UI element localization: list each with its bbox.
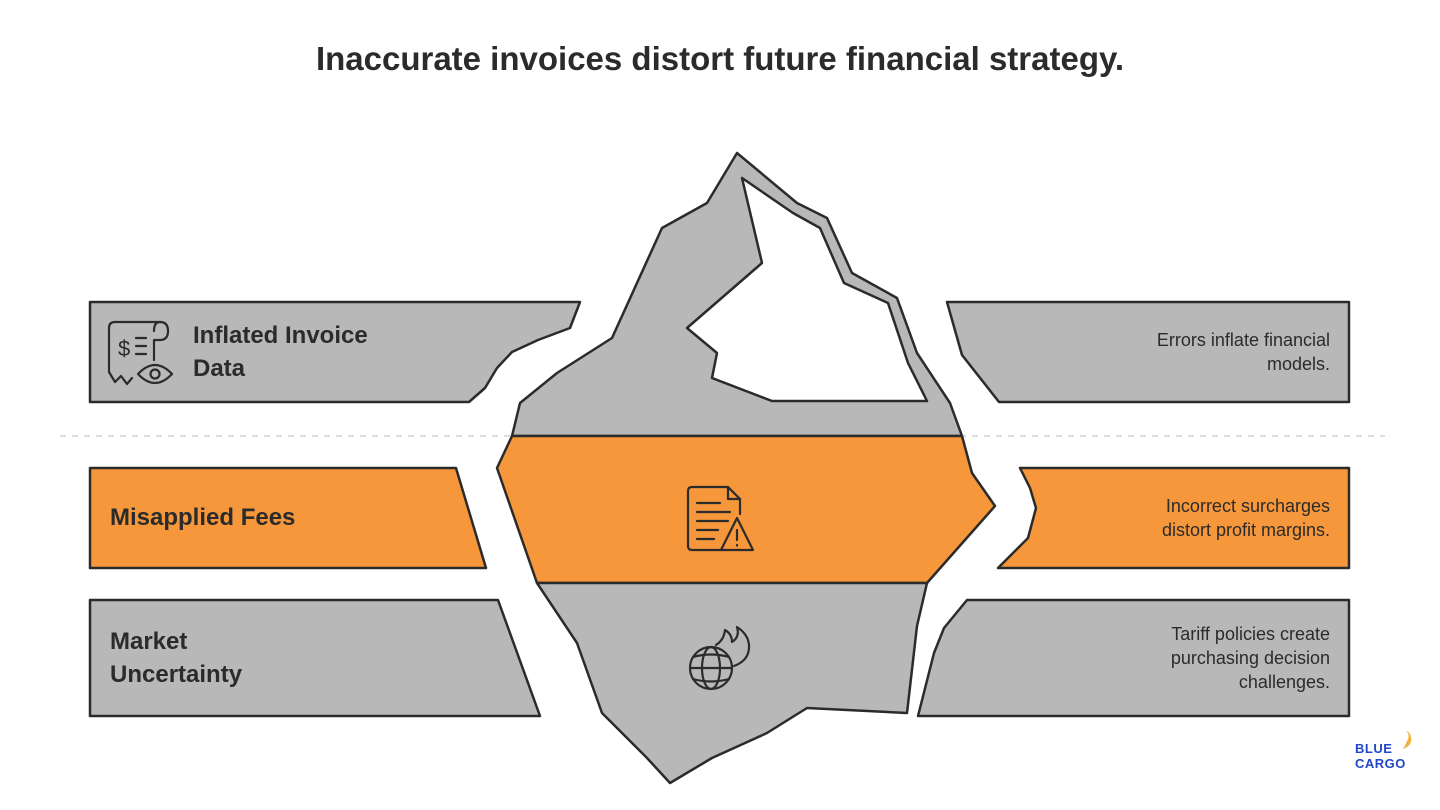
brand-logo: BLUE CARGO bbox=[1355, 731, 1425, 771]
iceberg-snow-cap bbox=[685, 176, 929, 403]
iceberg-bottom bbox=[535, 581, 929, 785]
document-warning-icon bbox=[686, 485, 755, 552]
bird-icon bbox=[1403, 731, 1412, 749]
svg-text:$: $ bbox=[118, 336, 130, 361]
brand-line-1: BLUE bbox=[1355, 741, 1393, 756]
iceberg-middle bbox=[495, 434, 997, 585]
right-panel-misapplied-fees bbox=[996, 466, 1351, 570]
layer-label-misapplied-fees: Misapplied Fees bbox=[110, 504, 296, 531]
left-panel-market-uncertainty bbox=[88, 598, 542, 718]
layer-label-inflated-invoice: Inflated Invoice Data bbox=[193, 322, 368, 382]
layer-label-market-uncertainty: Market Uncertainty bbox=[110, 628, 243, 688]
left-panel-inflated-invoice bbox=[88, 300, 582, 404]
left-panel-misapplied-fees bbox=[88, 466, 488, 570]
globe-fire-icon bbox=[688, 625, 751, 691]
layer-desc-misapplied-fees: Incorrect surcharges distort profit marg… bbox=[1161, 496, 1330, 540]
layer-desc-inflated-invoice: Errors inflate financial models. bbox=[1156, 330, 1330, 374]
right-panel-inflated-invoice bbox=[945, 300, 1351, 404]
right-panel-market-uncertainty bbox=[916, 598, 1351, 718]
invoice-eye-icon: $ bbox=[107, 320, 174, 386]
brand-line-2: CARGO bbox=[1355, 756, 1406, 771]
layer-desc-market-uncertainty: Tariff policies create purchasing decisi… bbox=[1170, 624, 1330, 692]
page-title: Inaccurate invoices distort future finan… bbox=[315, 40, 1125, 77]
